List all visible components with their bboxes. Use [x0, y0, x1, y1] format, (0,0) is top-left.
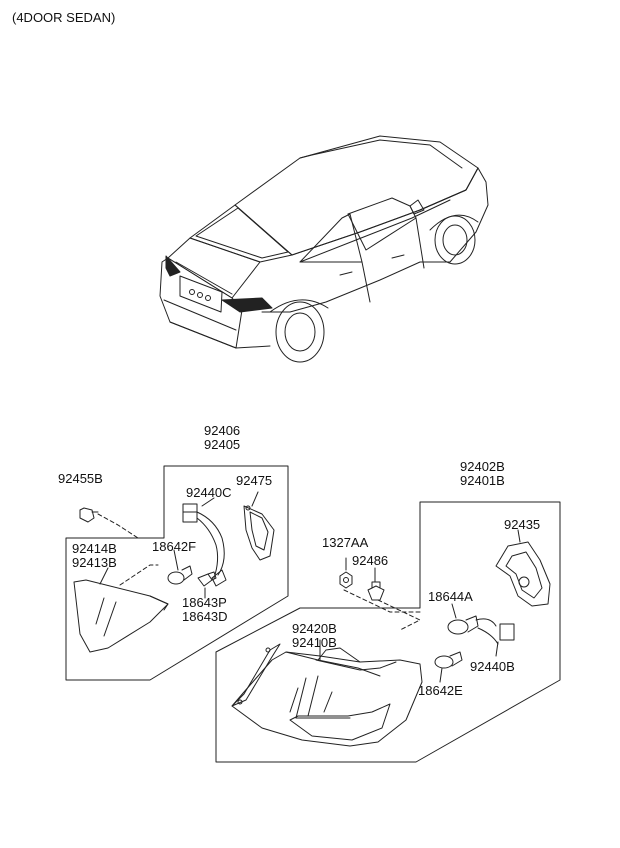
part-label-92401b: 92401B [460, 473, 505, 488]
part-label-18642f: 18642F [152, 539, 197, 554]
harness-92440b [475, 618, 515, 645]
car-tail-lamp-right [221, 297, 273, 313]
label-group-tail-lamp: 92420B 92410B [292, 622, 337, 650]
part-label-18644a: 18644A [428, 589, 473, 604]
part-label-92414b: 92414B [72, 541, 117, 556]
gasket-92475 [243, 505, 275, 561]
part-label-92410b: 92410B [292, 635, 337, 650]
bulb-18644a [447, 615, 479, 635]
part-label-92405: 92405 [204, 437, 241, 452]
page-title: (4DOOR SEDAN) [12, 10, 116, 25]
bulb-18642e [434, 651, 463, 669]
part-label-92420b: 92420B [292, 621, 337, 636]
outer-tail-lamp [231, 643, 423, 747]
label-group-outer: 92402B 92401B [460, 460, 505, 488]
car-illustration [159, 135, 489, 363]
outer-lamp-group-frame [215, 501, 561, 763]
bulb-18642f [167, 565, 193, 585]
part-label-92406: 92406 [204, 423, 241, 438]
gasket-92435 [495, 541, 551, 607]
part-label-18643p: 18643P [182, 595, 227, 610]
nut-1327aa [339, 571, 353, 589]
part-label-92413b: 92413B [72, 555, 117, 570]
part-label-18642e: 18642E [418, 683, 463, 698]
part-label-92475: 92475 [236, 473, 273, 488]
label-group-inner: 92406 92405 [204, 424, 240, 452]
part-label-92440c: 92440C [186, 485, 232, 500]
clip-92486 [367, 581, 385, 601]
part-label-92435: 92435 [504, 517, 541, 532]
inner-lamp-group-frame [65, 465, 289, 681]
label-group-small-bulb: 18643P 18643D [182, 596, 228, 624]
socket-92455b [79, 507, 99, 523]
part-label-18643d: 18643D [182, 609, 228, 624]
part-label-92455b: 92455B [58, 471, 103, 486]
part-label-1327aa: 1327AA [322, 535, 369, 550]
part-label-92402b: 92402B [460, 459, 505, 474]
car-tail-lamp-left [165, 255, 181, 277]
part-label-92486: 92486 [352, 553, 389, 568]
harness-92440c [182, 503, 227, 587]
bulb-18643p [197, 571, 217, 587]
part-label-92440b: 92440B [470, 659, 515, 674]
inner-lamp-lens [73, 579, 169, 653]
label-group-lens: 92414B 92413B [72, 542, 117, 570]
